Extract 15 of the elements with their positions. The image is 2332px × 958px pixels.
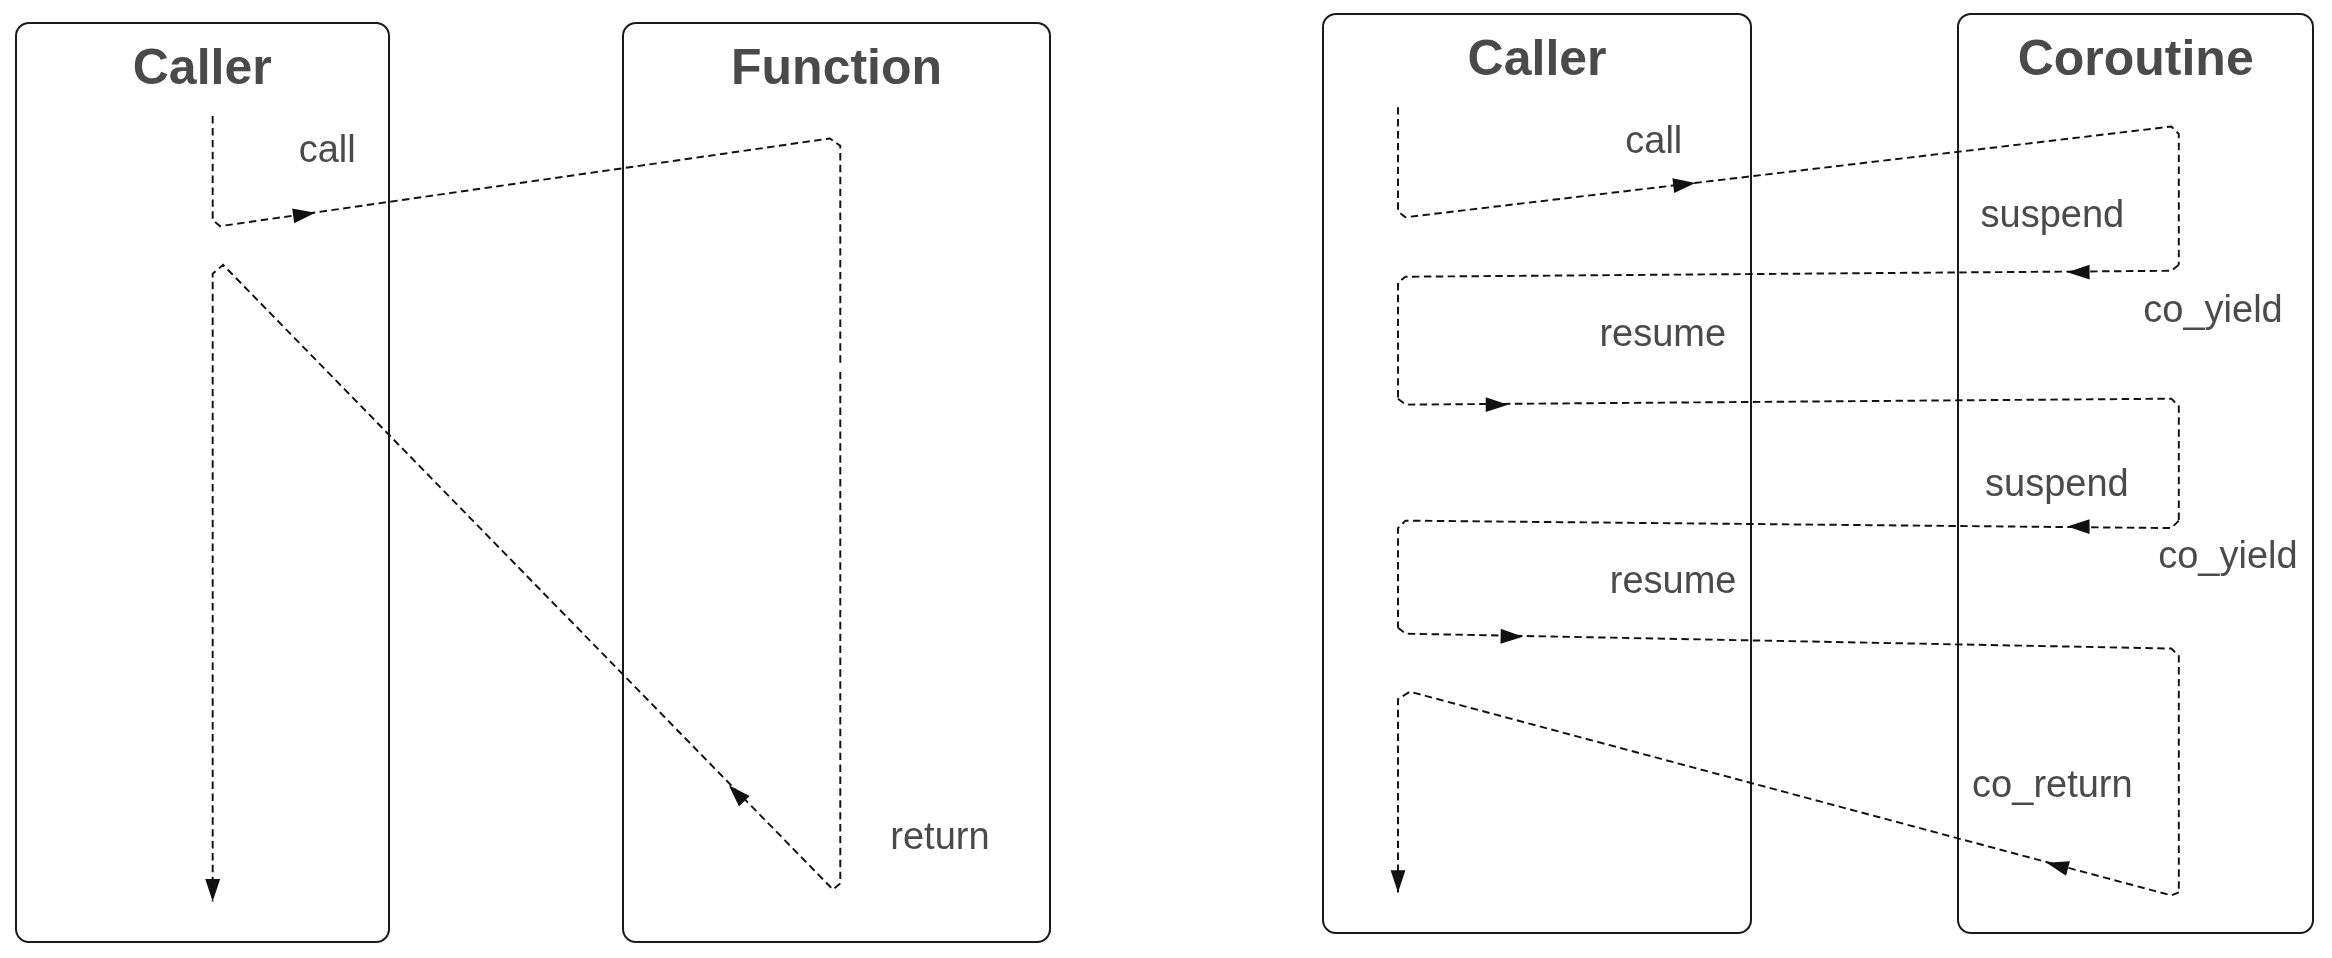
lane-box	[1322, 13, 1752, 934]
lane-title: Function	[731, 38, 943, 97]
dashed-arrow	[1397, 106, 2180, 266]
lane-title: Caller	[132, 38, 272, 97]
dashed-arrow	[205, 263, 842, 903]
dashed-arrow	[1397, 519, 2180, 629]
lane-box	[14, 22, 390, 943]
dashed-arrow	[1397, 626, 2180, 891]
dashed-arrow	[1397, 397, 2180, 522]
lane-title: Caller	[1467, 29, 1607, 88]
lane-title: Coroutine	[2017, 29, 2254, 88]
dashed-arrow	[1390, 690, 2180, 897]
dashed-arrow	[1397, 263, 2180, 400]
lane-box	[621, 22, 1052, 943]
lane-box	[1957, 13, 2315, 934]
